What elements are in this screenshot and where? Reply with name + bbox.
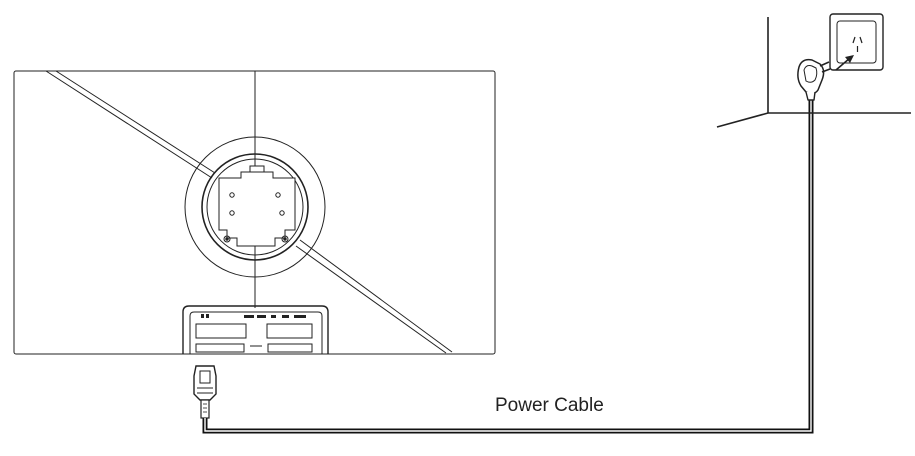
mount-screw-hole bbox=[279, 210, 285, 216]
stand-mount-outer-ring bbox=[184, 136, 326, 278]
mount-screw-hole bbox=[281, 235, 289, 243]
mount-screw-hole bbox=[225, 237, 229, 241]
mount-screw-hole bbox=[223, 235, 231, 243]
mount-screw-hole bbox=[275, 192, 281, 198]
diagonal-strap-lower bbox=[295, 239, 453, 354]
power-cable bbox=[202, 98, 814, 434]
vesa-mount-plate bbox=[218, 165, 296, 247]
insert-arrow-icon bbox=[835, 55, 854, 71]
iec-c13-connector-icon bbox=[193, 365, 217, 419]
power-cable-label: Power Cable bbox=[495, 395, 604, 416]
mount-screw-hole bbox=[229, 192, 235, 198]
stand-mount-middle-ring bbox=[201, 153, 309, 261]
signal-port-area bbox=[266, 323, 313, 339]
mount-screw-hole bbox=[283, 237, 287, 241]
room-wall-corner bbox=[716, 17, 911, 128]
diagonal-strap-upper bbox=[45, 70, 216, 179]
stand-mount-inner-ring bbox=[206, 158, 304, 256]
wall-outlet-icon bbox=[829, 13, 884, 71]
wall-plug-icon bbox=[797, 58, 831, 101]
mount-screw-hole bbox=[229, 210, 235, 216]
power-port bbox=[195, 323, 247, 339]
io-port-panel bbox=[182, 305, 329, 354]
monitor-rear-view bbox=[13, 70, 496, 355]
floor-line-left bbox=[716, 112, 769, 128]
